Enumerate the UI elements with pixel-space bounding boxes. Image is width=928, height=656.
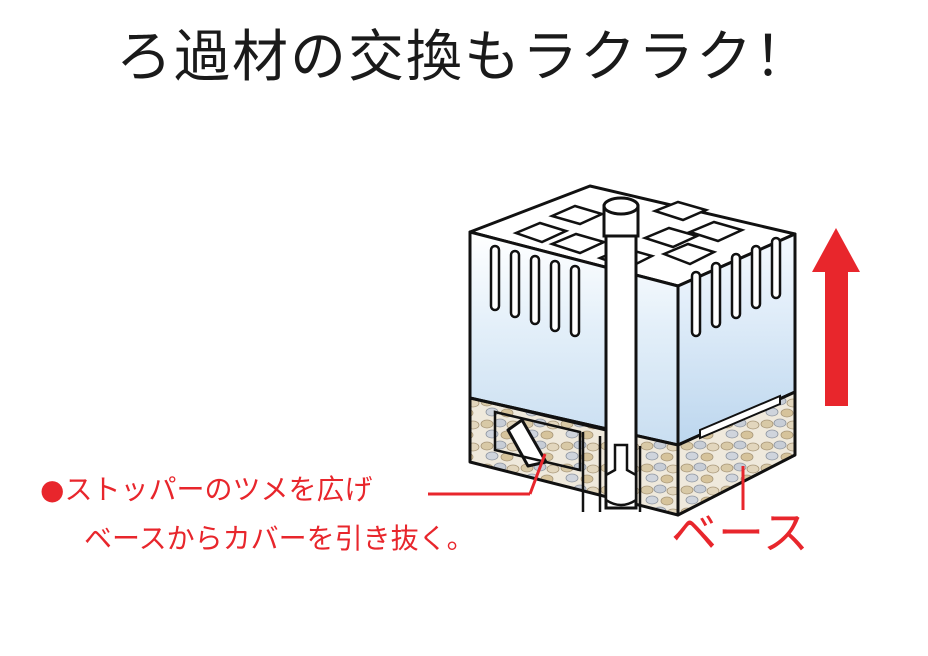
base-slot-right [699,394,781,440]
bullet-icon: ● [40,473,65,506]
page-title: ろ過材の交換もラクラク！ [116,25,812,90]
cover-slits-left [489,244,581,338]
top-grid-slots [512,200,746,270]
cover-slits-right [690,236,782,338]
pipe-fitting [604,443,638,507]
instruction-line-1: ●ストッパーのツメを広げ [40,476,372,504]
base-label: ベース [671,506,810,560]
instruction-line-2: ベースからカバーを引き抜く。 [84,522,475,555]
up-arrow-icon [812,228,860,406]
instruction-text-1: ストッパーのツメを広げ [64,473,373,506]
stopper-frame [493,410,582,472]
